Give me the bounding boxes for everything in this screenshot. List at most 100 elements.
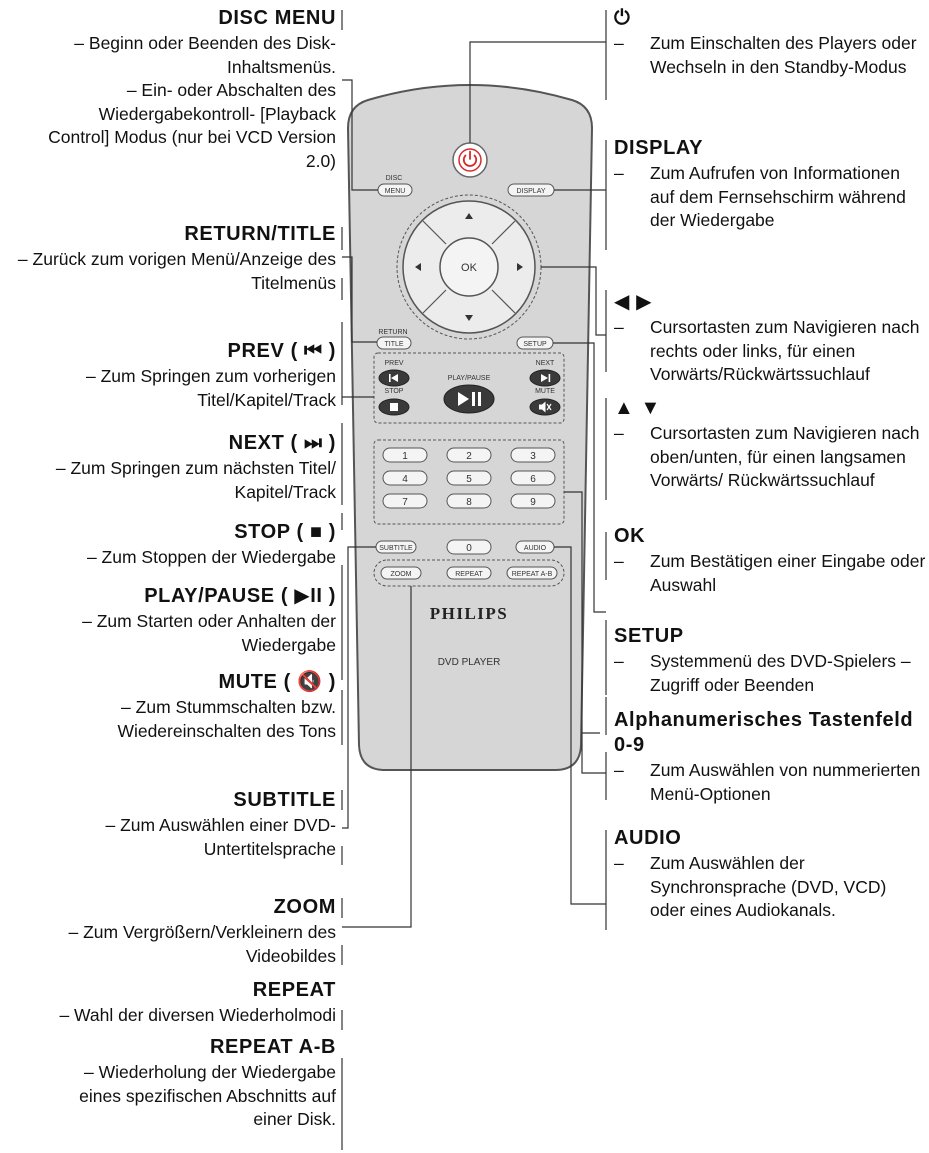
next-small-label: NEXT <box>536 360 555 367</box>
prev-title: PREV ( ⏮ ) <box>227 340 336 362</box>
digit-key-label: 8 <box>466 497 472 508</box>
prev-small-label: PREV <box>384 360 403 367</box>
stop-section: STOP ( ■ ) – Zum Stoppen der Wiedergabe <box>0 520 336 570</box>
repeat-title: REPEAT <box>252 979 336 1001</box>
repeat-section: REPEAT – Wahl der diversen Wiederholmodi <box>0 978 336 1028</box>
repeat-button-label: REPEAT <box>455 571 483 578</box>
display-button-label: DISPLAY <box>516 188 545 195</box>
stop-icon <box>390 403 398 411</box>
keypad-section: Alphanumerisches Tastenfeld 0-9 Zum Ausw… <box>614 708 926 806</box>
mute-button[interactable] <box>529 398 561 416</box>
display-desc: Zum Aufrufen von Informationen auf dem F… <box>614 162 926 233</box>
play-pause-section: PLAY/PAUSE ( ▶II ) – Zum Starten oder An… <box>0 584 336 657</box>
stop-small-label: STOP <box>385 388 404 395</box>
play-pause-title: PLAY/PAUSE ( ▶II ) <box>144 585 336 607</box>
repeat-ab-button-label: REPEAT A-B <box>512 571 553 578</box>
power-section: ⏻ Zum Einschalten des Players oder Wechs… <box>614 6 926 79</box>
digit-key-2[interactable]: 2 <box>446 447 492 463</box>
stop-desc: – Zum Stoppen der Wiedergabe <box>86 547 336 567</box>
repeat-ab-title: REPEAT A-B <box>210 1036 336 1058</box>
digit-key-1[interactable]: 1 <box>382 447 428 463</box>
subtitle-desc: – Zum Auswählen einer DVD-Untertitelspra… <box>105 815 336 859</box>
zoom-button-label: ZOOM <box>391 571 412 578</box>
left-right-section: ◀ ▶ Cursortasten zum Navigieren nach rec… <box>614 290 926 387</box>
next-section: NEXT ( ⏭ ) – Zum Springen zum nächsten T… <box>0 431 336 504</box>
zoom-button[interactable]: ZOOM <box>380 566 422 580</box>
digit-key-label: 0 <box>466 543 472 554</box>
digit-key-6[interactable]: 6 <box>510 470 556 486</box>
prev-desc: – Zum Springen zum vorherigen Titel/Kapi… <box>86 366 336 410</box>
repeat-ab-desc: – Wiederholung der Wiedergabe eines spez… <box>79 1062 336 1129</box>
brand-logo: PHILIPS <box>430 604 509 623</box>
digit-key-label: 7 <box>402 497 408 508</box>
digit-key-label: 4 <box>402 474 408 485</box>
down-arrow-button[interactable] <box>465 315 473 321</box>
repeat-button[interactable]: REPEAT <box>446 566 492 580</box>
zoom-desc: – Zum Vergrößern/Verkleinern des Videobi… <box>68 922 337 966</box>
next-button[interactable] <box>529 369 561 387</box>
ok-button-label: OK <box>461 262 478 274</box>
title-button-label: TITLE <box>384 341 403 348</box>
digit-key-5[interactable]: 5 <box>446 470 492 486</box>
disc-menu-desc-1: – Beginn oder Beenden des Disk-Inhaltsme… <box>74 33 336 77</box>
right-arrow-button[interactable] <box>517 263 523 271</box>
next-desc: – Zum Springen zum nächsten Titel/ Kapit… <box>55 458 336 502</box>
play-pause-button[interactable] <box>443 384 495 414</box>
disc-menu-title: DISC MENU <box>218 7 336 29</box>
digit-key-0[interactable]: 0 <box>446 539 492 555</box>
digit-key-4[interactable]: 4 <box>382 470 428 486</box>
display-section: DISPLAY Zum Aufrufen von Informationen a… <box>614 136 926 233</box>
repeat-desc: – Wahl der diversen Wiederholmodi <box>59 1005 336 1025</box>
menu-button-label: MENU <box>385 188 406 195</box>
digit-key-7[interactable]: 7 <box>382 493 428 509</box>
setup-section: SETUP Systemmenü des DVD-Spielers – Zugr… <box>614 624 926 697</box>
setup-desc: Systemmenü des DVD-Spielers – Zugriff od… <box>614 650 926 697</box>
left-right-desc: Cursortasten zum Navigieren nach rechts … <box>614 316 926 387</box>
prev-button[interactable] <box>378 369 410 387</box>
digit-key-label: 5 <box>466 474 472 485</box>
audio-desc: Zum Auswählen der Synchronsprache (DVD, … <box>614 852 926 923</box>
setup-button[interactable]: SETUP <box>516 336 554 350</box>
audio-title: AUDIO <box>614 827 682 849</box>
digit-key-8[interactable]: 8 <box>446 493 492 509</box>
transport-group <box>373 352 565 424</box>
repeat-ab-button[interactable]: REPEAT A-B <box>506 566 558 580</box>
digit-key-9[interactable]: 9 <box>510 493 556 509</box>
display-title: DISPLAY <box>614 137 704 159</box>
digit-keys: 1 2 3 4 5 6 7 8 9 0 <box>382 447 556 555</box>
setup-title: SETUP <box>614 625 684 647</box>
stop-button[interactable] <box>378 398 410 416</box>
subtitle-title: SUBTITLE <box>233 789 336 811</box>
return-title-button[interactable]: TITLE <box>376 336 412 350</box>
ok-section: OK Zum Bestätigen einer Eingabe oder Aus… <box>614 524 926 597</box>
power-icon <box>462 150 478 167</box>
subtitle-button-label: SUBTITLE <box>379 545 413 552</box>
audio-section: AUDIO Zum Auswählen der Synchronsprache … <box>614 826 926 923</box>
ok-title: OK <box>614 525 646 547</box>
up-down-desc: Cursortasten zum Navigieren nach oben/un… <box>614 422 926 493</box>
digit-key-label: 2 <box>466 451 472 462</box>
keypad-title: Alphanumerisches Tastenfeld 0-9 <box>614 709 914 756</box>
setup-button-label: SETUP <box>523 341 547 348</box>
digit-key-3[interactable]: 3 <box>510 447 556 463</box>
left-arrow-button[interactable] <box>415 263 421 271</box>
disc-menu-desc-2: – Ein- oder Abschalten des Wiedergabekon… <box>48 80 336 171</box>
return-small-label: RETURN <box>378 329 407 336</box>
left-right-title: ◀ ▶ <box>614 291 653 313</box>
up-down-section: ▲ ▼ Cursortasten zum Navigieren nach obe… <box>614 396 926 493</box>
return-title-desc: – Zurück zum vorigen Menü/Anzeige des Ti… <box>17 249 336 293</box>
power-desc: Zum Einschalten des Players oder Wechsel… <box>614 32 926 79</box>
disc-small-label: DISC <box>386 175 403 182</box>
up-arrow-button[interactable] <box>465 213 473 219</box>
ok-button[interactable]: OK <box>439 237 499 297</box>
next-title: NEXT ( ⏭ ) <box>228 432 336 454</box>
next-icon <box>541 374 551 382</box>
play-pause-desc: – Zum Starten oder Anhalten der Wiederga… <box>82 611 336 655</box>
up-down-title: ▲ ▼ <box>614 397 661 419</box>
play-pause-small-label: PLAY/PAUSE <box>448 375 491 382</box>
mute-title: MUTE ( 🔇 ) <box>218 671 336 693</box>
power-title: ⏻ <box>614 7 631 29</box>
